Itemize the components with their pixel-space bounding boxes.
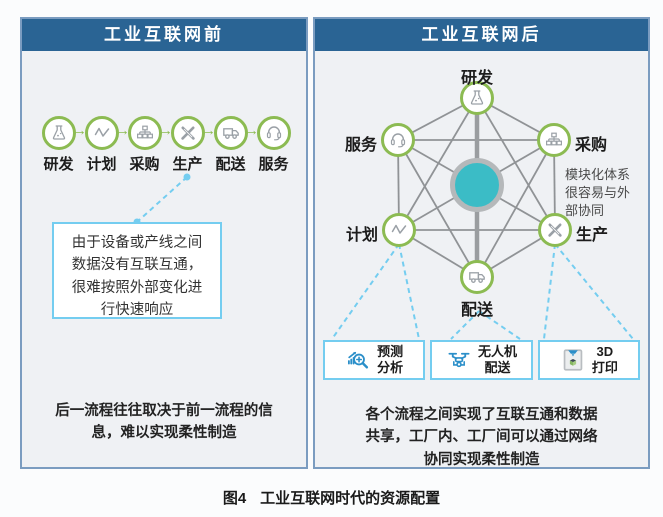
figure-caption: 图4 工业互联网时代的资源配置 [0, 487, 663, 508]
flask-icon [467, 88, 487, 108]
network-label-rd: 研发 [460, 70, 493, 87]
flask-icon [49, 123, 69, 143]
procurement-node [127, 116, 162, 150]
before-callout-box: 由于设备或产线之间数据没有互联互通，很难按照外部变化进行快速响应 [52, 222, 222, 319]
flow-item-rd: 研发 [37, 116, 87, 174]
flow-label-rd: 研发 [43, 156, 74, 173]
org-chart-icon [544, 130, 564, 150]
plan-node [84, 116, 119, 150]
truck-icon [467, 267, 487, 287]
before-callout-text: 由于设备或产线之间数据没有互联互通，很难按照外部变化进行快速响应 [71, 235, 203, 319]
central-hub [450, 158, 504, 212]
before-panel: 工业互联网前 研发 计划 采购 生产 [20, 17, 308, 469]
after-panel: 工业互联网后 [313, 17, 650, 469]
truck-icon [221, 123, 241, 143]
network-label-procurement: 采购 [575, 137, 608, 154]
capability-forecast-label: 预测 分析 [377, 344, 404, 375]
forecast-analysis-icon [345, 347, 371, 373]
drone-icon [446, 347, 472, 373]
network-label-delivery: 配送 [460, 302, 493, 319]
3d-printer-icon [560, 347, 586, 373]
after-panel-title: 工业互联网后 [421, 25, 542, 44]
capability-drone: 无人机 配送 [430, 340, 533, 380]
after-summary: 各个流程之间实现了互联互通和数据共享，工厂内、工厂间可以通过网络协同实现柔性制造 [365, 407, 598, 468]
network-label-plan: 计划 [345, 227, 378, 244]
capability-3dprint: 3D 打印 [537, 340, 640, 380]
rd-node [41, 116, 76, 150]
flow-item-delivery: 配送 [209, 116, 259, 174]
capability-3dprint-label: 3D 打印 [591, 344, 618, 375]
tools-icon [178, 123, 198, 143]
modularity-annotation: 模块化体系很容易与外部协同 [565, 167, 631, 219]
org-chart-icon [135, 123, 155, 143]
flow-label-procurement: 采购 [129, 156, 160, 173]
figure-number: 图4 [222, 490, 247, 507]
network-node-service [381, 123, 415, 157]
network-label-service: 服务 [344, 137, 377, 154]
trend-line-icon [389, 220, 409, 240]
before-summary: 后一流程往往取决于前一流程的信息，难以实现柔性制造 [55, 403, 273, 442]
network-node-delivery [460, 260, 494, 294]
capability-boxes: 预测 分析 无人机 配送 3D 打印 [323, 340, 640, 380]
flow-item-service: 服务 [252, 116, 295, 174]
capability-forecast: 预测 分析 [323, 340, 426, 380]
network-label-production: 生产 [576, 227, 609, 244]
linear-process-flow: 研发 计划 采购 生产 配送 [37, 116, 295, 174]
network-node-plan [382, 213, 416, 247]
flow-item-procurement: 采购 [123, 116, 173, 174]
flow-label-delivery: 配送 [215, 156, 246, 173]
service-node [256, 116, 291, 150]
flow-label-production: 生产 [172, 156, 203, 173]
flow-label-service: 服务 [258, 156, 289, 173]
network-node-rd [460, 81, 494, 115]
tools-icon [545, 220, 565, 240]
before-panel-title: 工业互联网前 [104, 25, 224, 44]
flow-item-production: 生产 [166, 116, 216, 174]
after-panel-header: 工业互联网后 [315, 19, 648, 51]
headset-icon [388, 130, 408, 150]
capability-drone-label: 无人机 配送 [477, 344, 517, 375]
figure-title: 工业互联网时代的资源配置 [260, 490, 441, 507]
network-node-production [538, 213, 572, 247]
flow-item-plan: 计划 [80, 116, 130, 174]
headset-icon [264, 123, 284, 143]
production-node [170, 116, 205, 150]
trend-line-icon [92, 123, 112, 143]
before-panel-header: 工业互联网前 [22, 19, 306, 51]
delivery-node [213, 116, 248, 150]
network-node-procurement [537, 123, 571, 157]
flow-label-plan: 计划 [86, 156, 117, 173]
